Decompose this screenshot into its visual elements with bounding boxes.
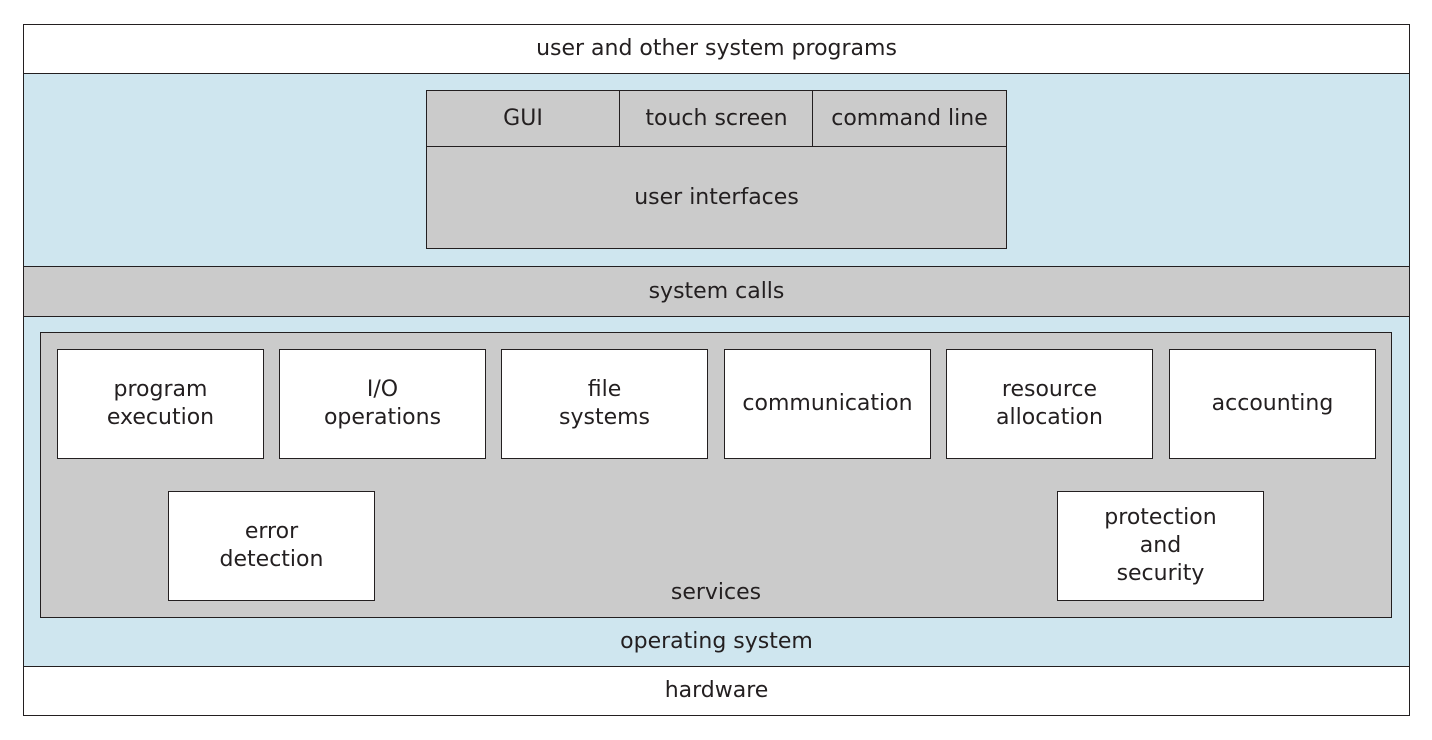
service-io-operations-line1: I/O	[366, 377, 399, 402]
operating-system-label: operating system	[620, 629, 813, 654]
user-programs-label: user and other system programs	[536, 36, 897, 61]
service-error-detection: error detection	[168, 491, 375, 601]
operating-system-caption: operating system	[23, 618, 1410, 666]
service-program-execution-line1: program	[113, 377, 208, 402]
service-communication-label: communication	[742, 391, 913, 416]
user-programs-layer: user and other system programs	[23, 24, 1410, 74]
hardware-label: hardware	[664, 678, 769, 703]
system-calls-layer: system calls	[23, 266, 1410, 317]
service-protection-line3: security	[1116, 561, 1205, 586]
service-file-systems-line1: file	[587, 377, 622, 402]
services-label: services	[670, 580, 762, 605]
service-error-detection-line2: detection	[219, 547, 324, 572]
service-protection-and-security: protection and security	[1057, 491, 1264, 601]
user-interfaces-label: user interfaces	[634, 185, 799, 210]
service-protection-line2: and	[1139, 533, 1182, 558]
service-io-operations-line2: operations	[323, 405, 442, 430]
ui-touch-screen-label: touch screen	[645, 105, 788, 131]
service-accounting: accounting	[1169, 349, 1376, 459]
user-interfaces-caption: user interfaces	[426, 147, 1007, 249]
service-protection-line1: protection	[1104, 505, 1217, 530]
service-error-detection-line1: error	[244, 519, 299, 544]
ui-touch-screen-box: touch screen	[619, 90, 814, 147]
ui-command-line-box: command line	[812, 90, 1007, 147]
service-resource-allocation: resource allocation	[946, 349, 1153, 459]
service-file-systems-line2: systems	[559, 405, 650, 430]
system-calls-label: system calls	[648, 278, 785, 304]
services-caption: services	[40, 578, 1392, 608]
service-resource-allocation-line2: allocation	[996, 405, 1103, 430]
service-accounting-label: accounting	[1211, 391, 1334, 416]
service-communication: communication	[724, 349, 931, 459]
hardware-layer: hardware	[23, 666, 1410, 716]
service-io-operations: I/O operations	[279, 349, 486, 459]
service-file-systems: file systems	[501, 349, 708, 459]
service-resource-allocation-line1: resource	[1001, 377, 1098, 402]
service-program-execution: program execution	[57, 349, 264, 459]
ui-command-line-label: command line	[831, 105, 988, 131]
service-program-execution-line2: execution	[106, 405, 215, 430]
ui-gui-box: GUI	[426, 90, 620, 147]
ui-gui-label: GUI	[503, 105, 543, 131]
